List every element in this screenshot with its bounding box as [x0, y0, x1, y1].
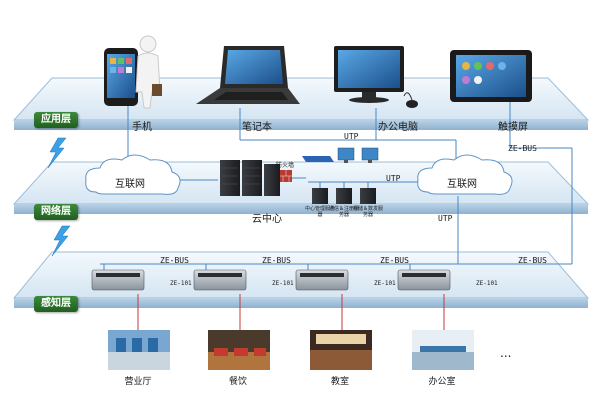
zebus-label: ZE-BUS [262, 256, 291, 265]
scene-caption: 办公室 [428, 377, 456, 387]
scene-photos [108, 330, 474, 370]
network-switch [302, 147, 379, 163]
perception-layer-tag: 感知层 [34, 296, 78, 312]
scene-caption: 教室 [330, 377, 349, 387]
ze-101-module [193, 269, 247, 291]
phone-device [104, 35, 162, 109]
ze-101-module [295, 269, 349, 291]
zebus-label: ZE-BUS [380, 256, 409, 265]
wireless-bolts [47, 137, 71, 257]
zebus-label: ZE-BUS [160, 256, 189, 265]
scene-photo [310, 330, 372, 370]
server-caption: 存储＆数发服务器 [353, 206, 384, 218]
zebus-label-right: ZE-BUS [508, 144, 537, 153]
module-label: ZE-101 [374, 280, 396, 287]
ellipsis: ... [500, 346, 512, 360]
phone-label: 手机 [132, 122, 152, 133]
lightning-icon [51, 225, 71, 257]
module-label: ZE-101 [272, 280, 294, 287]
scene-links [137, 294, 445, 330]
laptop-device [196, 46, 300, 104]
server-caption: 通信＆注册服务器 [329, 206, 360, 218]
zebus-label: ZE-BUS [518, 256, 547, 265]
module-label: ZE-101 [170, 280, 192, 287]
network-layer-tag: 网络层 [34, 204, 78, 220]
internet-cloud-right [417, 154, 513, 195]
utp-label-mid: UTP [386, 174, 401, 183]
application-layer-tag: 应用层 [34, 112, 78, 128]
internet-cloud-left [85, 154, 181, 195]
lightning-icon [47, 137, 67, 169]
cloud-center-label: 云中心 [252, 214, 282, 225]
ze-101-modules [91, 269, 451, 291]
laptop-label: 笔记本 [242, 122, 272, 133]
server-caption: 中心管理服务器 [305, 206, 336, 218]
firewall-label: 防火墙 [276, 162, 295, 169]
cloud-right-label: 互联网 [447, 179, 477, 190]
touchscreen-label: 触摸屏 [498, 122, 528, 133]
server-rack [220, 160, 280, 196]
ze-101-module [397, 269, 451, 291]
scene-caption: 餐饮 [228, 377, 247, 387]
cloud-left-label: 互联网 [115, 179, 145, 190]
scene-photo [108, 330, 170, 370]
touchscreen-device [450, 50, 532, 102]
scene-photo [412, 330, 474, 370]
desktop-label: 办公电脑 [378, 122, 418, 133]
utp-label-top: UTP [344, 132, 359, 141]
scene-caption: 营业厅 [124, 377, 152, 387]
scene-photo [208, 330, 270, 370]
utp-label-low: UTP [438, 214, 453, 223]
sub-servers [312, 188, 376, 204]
desktop-device [334, 46, 418, 108]
module-label: ZE-101 [476, 280, 498, 287]
firewall-icon [280, 170, 292, 182]
ze-101-module [91, 269, 145, 291]
